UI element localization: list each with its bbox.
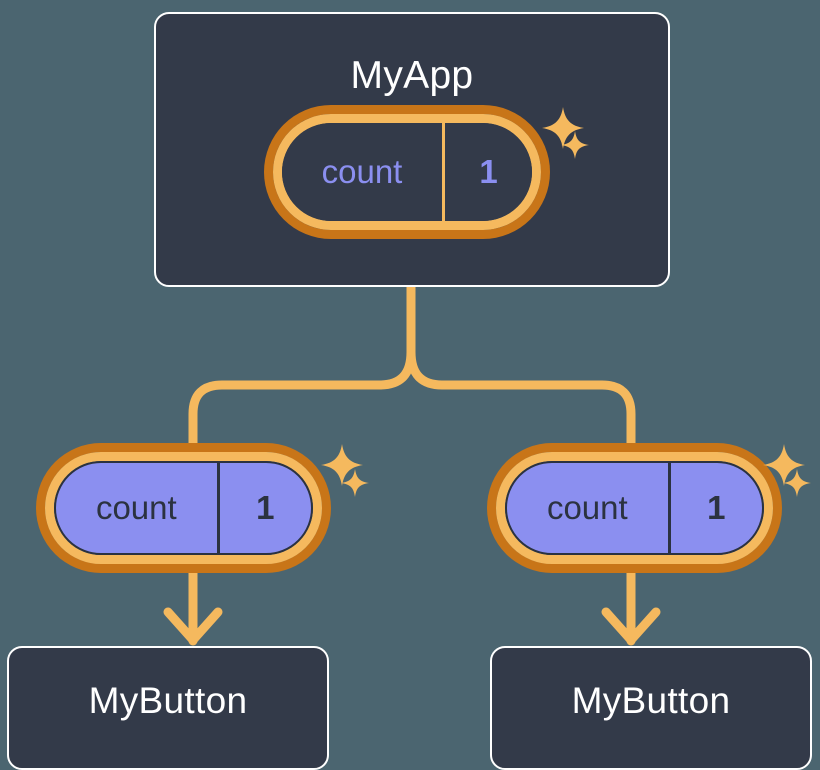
component-card-mybutton-right[interactable]: MyButton <box>490 646 812 770</box>
state-key-label: count <box>321 153 403 190</box>
state-key-label: count <box>95 489 177 526</box>
state-pill-child-right-inner: count 1 <box>505 461 764 555</box>
arrow-head-right <box>601 607 661 645</box>
sparkle-icon-right-large <box>763 444 805 486</box>
sparkle-icon-left-small <box>341 469 369 497</box>
state-key-label: count <box>546 489 628 526</box>
state-pill-child-right[interactable]: count 1 <box>496 452 773 564</box>
component-card-mybutton-left[interactable]: MyButton <box>7 646 329 770</box>
page-title: MyApp <box>350 54 474 97</box>
component-title: MyButton <box>88 680 248 721</box>
state-pill-root[interactable]: count 1 <box>273 114 541 230</box>
state-pill-root-inner: count 1 <box>282 123 532 221</box>
state-pill-child-left-inner: count 1 <box>54 461 313 555</box>
state-value-label: 1 <box>216 463 311 553</box>
state-value-label: 1 <box>667 463 762 553</box>
state-value-label: 1 <box>442 123 532 221</box>
component-title: MyButton <box>571 680 731 721</box>
sparkle-icon-right-small <box>783 469 811 497</box>
sparkle-icon-left-large <box>321 444 363 486</box>
arrow-head-left <box>163 607 223 645</box>
state-pill-child-left[interactable]: count 1 <box>45 452 322 564</box>
